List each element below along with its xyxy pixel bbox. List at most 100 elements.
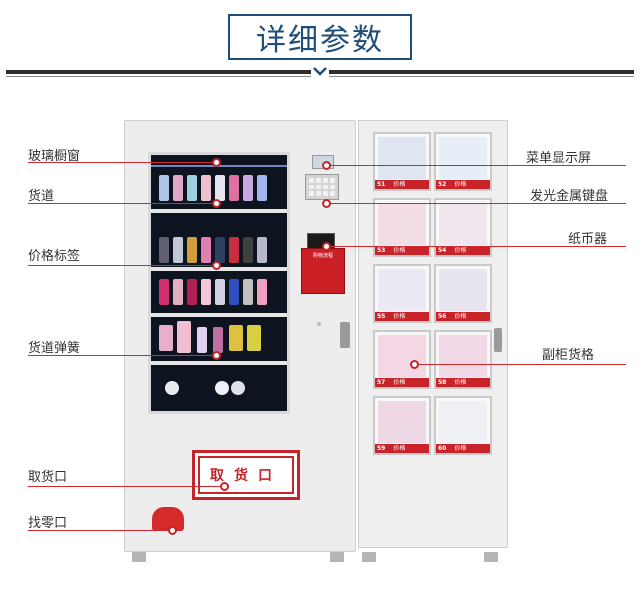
callout-line	[28, 355, 214, 356]
product	[229, 175, 239, 201]
chevron-down-icon	[311, 64, 329, 78]
cell-window	[378, 335, 426, 377]
product	[159, 325, 173, 351]
callout-dot	[410, 360, 419, 369]
label-bill-acceptor: 纸币器	[568, 232, 608, 247]
cell-window	[439, 137, 487, 179]
foot	[362, 552, 376, 562]
product	[257, 237, 267, 263]
cell-price-tag: 53 价格	[375, 246, 429, 255]
cell-price-label: 价格	[393, 181, 406, 188]
label-side-cabinet: 副柜货格	[542, 348, 595, 363]
product	[159, 175, 169, 201]
product	[243, 279, 253, 305]
cell-number: 59	[377, 445, 386, 452]
cell-window	[378, 137, 426, 179]
callout-dot	[212, 351, 221, 360]
callout-line	[328, 246, 626, 247]
product	[173, 237, 183, 263]
side-cabinet-cell[interactable]: 53 价格	[373, 198, 431, 257]
product	[173, 175, 183, 201]
product	[257, 279, 267, 305]
callout-dot	[220, 482, 229, 491]
cell-number: 55	[377, 313, 386, 320]
cell-window	[378, 269, 426, 311]
door-lock[interactable]	[340, 322, 350, 348]
cell-price-label: 价格	[454, 181, 467, 188]
pickup-port[interactable]: 取货口	[198, 456, 294, 494]
product	[231, 381, 245, 395]
metal-keypad[interactable]	[305, 174, 339, 200]
cell-window	[439, 269, 487, 311]
cell-price-tag: 54 价格	[436, 246, 490, 255]
product	[213, 327, 223, 353]
cell-window	[439, 203, 487, 245]
callout-line	[28, 203, 214, 204]
product	[187, 175, 197, 201]
product	[197, 327, 207, 353]
callout-dot	[212, 261, 221, 270]
section-title: 详细参数	[256, 23, 384, 58]
cell-number: 53	[377, 247, 386, 254]
shelf	[151, 209, 287, 213]
cell-number: 58	[438, 379, 447, 386]
cell-price-label: 价格	[393, 247, 406, 254]
callout-dot	[212, 199, 221, 208]
callout-line	[28, 530, 170, 531]
label-pickup-port: 取货口	[28, 470, 68, 485]
side-cabinet-cell[interactable]: 56 价格	[434, 264, 492, 323]
cell-window	[439, 335, 487, 377]
product	[215, 279, 225, 305]
cell-price-label: 价格	[454, 247, 467, 254]
callout-dot	[322, 242, 331, 251]
product	[201, 279, 211, 305]
product	[165, 381, 179, 395]
product	[177, 321, 191, 353]
callout-line	[414, 364, 626, 365]
label-menu-display: 菜单显示屏	[526, 151, 592, 166]
instructions-poster: 购物流程	[301, 248, 345, 294]
product	[215, 381, 229, 395]
product	[243, 175, 253, 201]
callout-dot	[168, 526, 177, 535]
callout-dot	[212, 158, 221, 167]
cell-number: 52	[438, 181, 447, 188]
label-change-port: 找零口	[28, 516, 68, 531]
label-glass-window: 玻璃橱窗	[28, 149, 81, 164]
side-cabinet-cell[interactable]: 54 价格	[434, 198, 492, 257]
product	[229, 237, 239, 263]
product	[187, 237, 197, 263]
cell-price-label: 价格	[393, 379, 406, 386]
poster-title: 购物流程	[312, 253, 333, 259]
pickup-port-frame[interactable]	[192, 450, 300, 500]
foot	[484, 552, 498, 562]
foot	[132, 552, 146, 562]
shelf	[151, 361, 287, 365]
cell-price-tag: 59 价格	[375, 444, 429, 453]
cell-number: 60	[438, 445, 447, 452]
product	[201, 237, 211, 263]
label-price-tag: 价格标签	[28, 249, 81, 264]
keyhole	[317, 322, 321, 326]
cell-price-tag: 52 价格	[436, 180, 490, 189]
cell-number: 56	[438, 313, 447, 320]
side-door-lock[interactable]	[494, 328, 502, 352]
product	[257, 175, 267, 201]
side-cabinet-cell[interactable]: 59 价格	[373, 396, 431, 455]
cell-price-label: 价格	[393, 445, 406, 452]
side-cabinet-cell[interactable]: 52 价格	[434, 132, 492, 191]
product	[159, 237, 169, 263]
callout-line	[328, 165, 626, 166]
cell-window	[439, 401, 487, 443]
product	[159, 279, 169, 305]
cell-price-label: 价格	[454, 313, 467, 320]
cell-number: 54	[438, 247, 447, 254]
product	[247, 325, 261, 351]
